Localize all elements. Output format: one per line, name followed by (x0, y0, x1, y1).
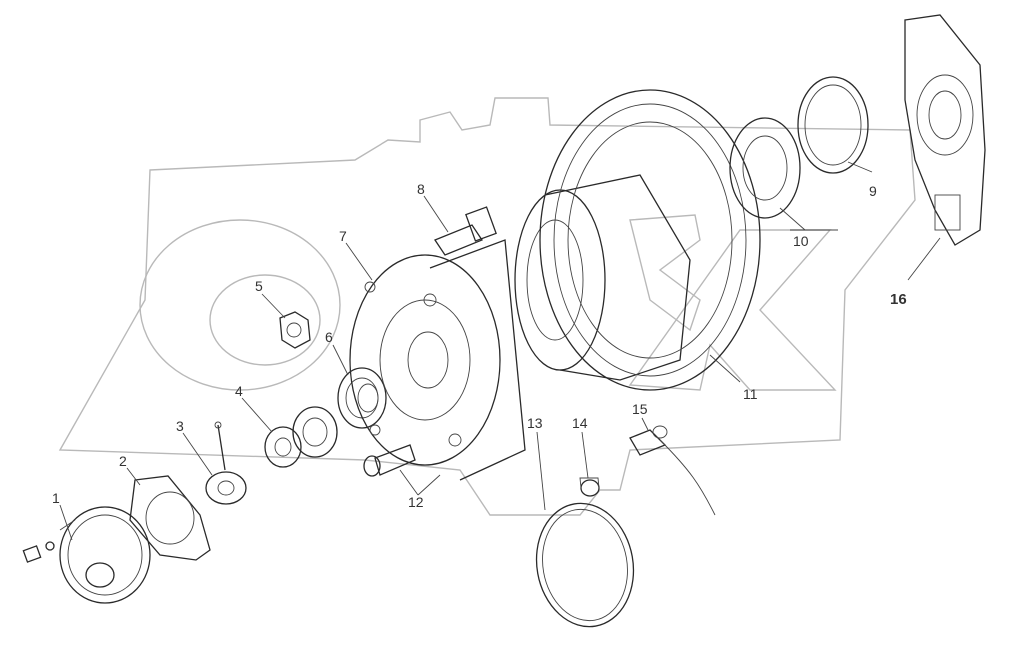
part-wheel-bolt (363, 444, 416, 477)
watermark-logo (58, 97, 916, 516)
callout-5: 5 (255, 278, 263, 294)
callout-7: 7 (339, 228, 347, 244)
callout-9: 9 (869, 183, 877, 199)
part-nut (279, 311, 311, 349)
callout-13: 13 (527, 415, 543, 431)
callout-11: 11 (743, 386, 758, 402)
callout-15: 15 (632, 401, 648, 417)
callout-3: 3 (176, 418, 184, 434)
callout-16: 16 (890, 291, 907, 308)
part-snap-ring (535, 502, 635, 628)
callout-12: 12 (408, 494, 424, 510)
callout-14: 14 (572, 415, 588, 431)
part-brake-disc (539, 89, 761, 391)
part-stud-bolt (434, 206, 497, 256)
part-castle-nut (205, 421, 247, 505)
part-sensor-pin (629, 425, 716, 516)
callout-10: 10 (793, 233, 809, 249)
part-hub-cap (22, 506, 151, 604)
part-seal-ring (797, 76, 869, 174)
part-bushing (579, 477, 600, 497)
part-bearing (337, 367, 387, 429)
callout-4: 4 (235, 383, 243, 399)
part-housing (904, 14, 986, 246)
callout-6: 6 (325, 329, 333, 345)
part-hub-drum (514, 174, 691, 381)
callout-labels: 1 2 3 4 5 6 7 8 9 10 11 12 13 14 15 16 (52, 181, 907, 510)
callout-2: 2 (119, 453, 127, 469)
part-gasket (129, 475, 211, 561)
callout-8: 8 (417, 181, 425, 197)
callout-1: 1 (52, 490, 60, 506)
part-outer-bearing (292, 406, 338, 458)
leader-lines (59, 161, 941, 541)
part-roller-bearing (729, 117, 801, 219)
part-washer (264, 426, 302, 468)
part-hub (349, 239, 526, 481)
